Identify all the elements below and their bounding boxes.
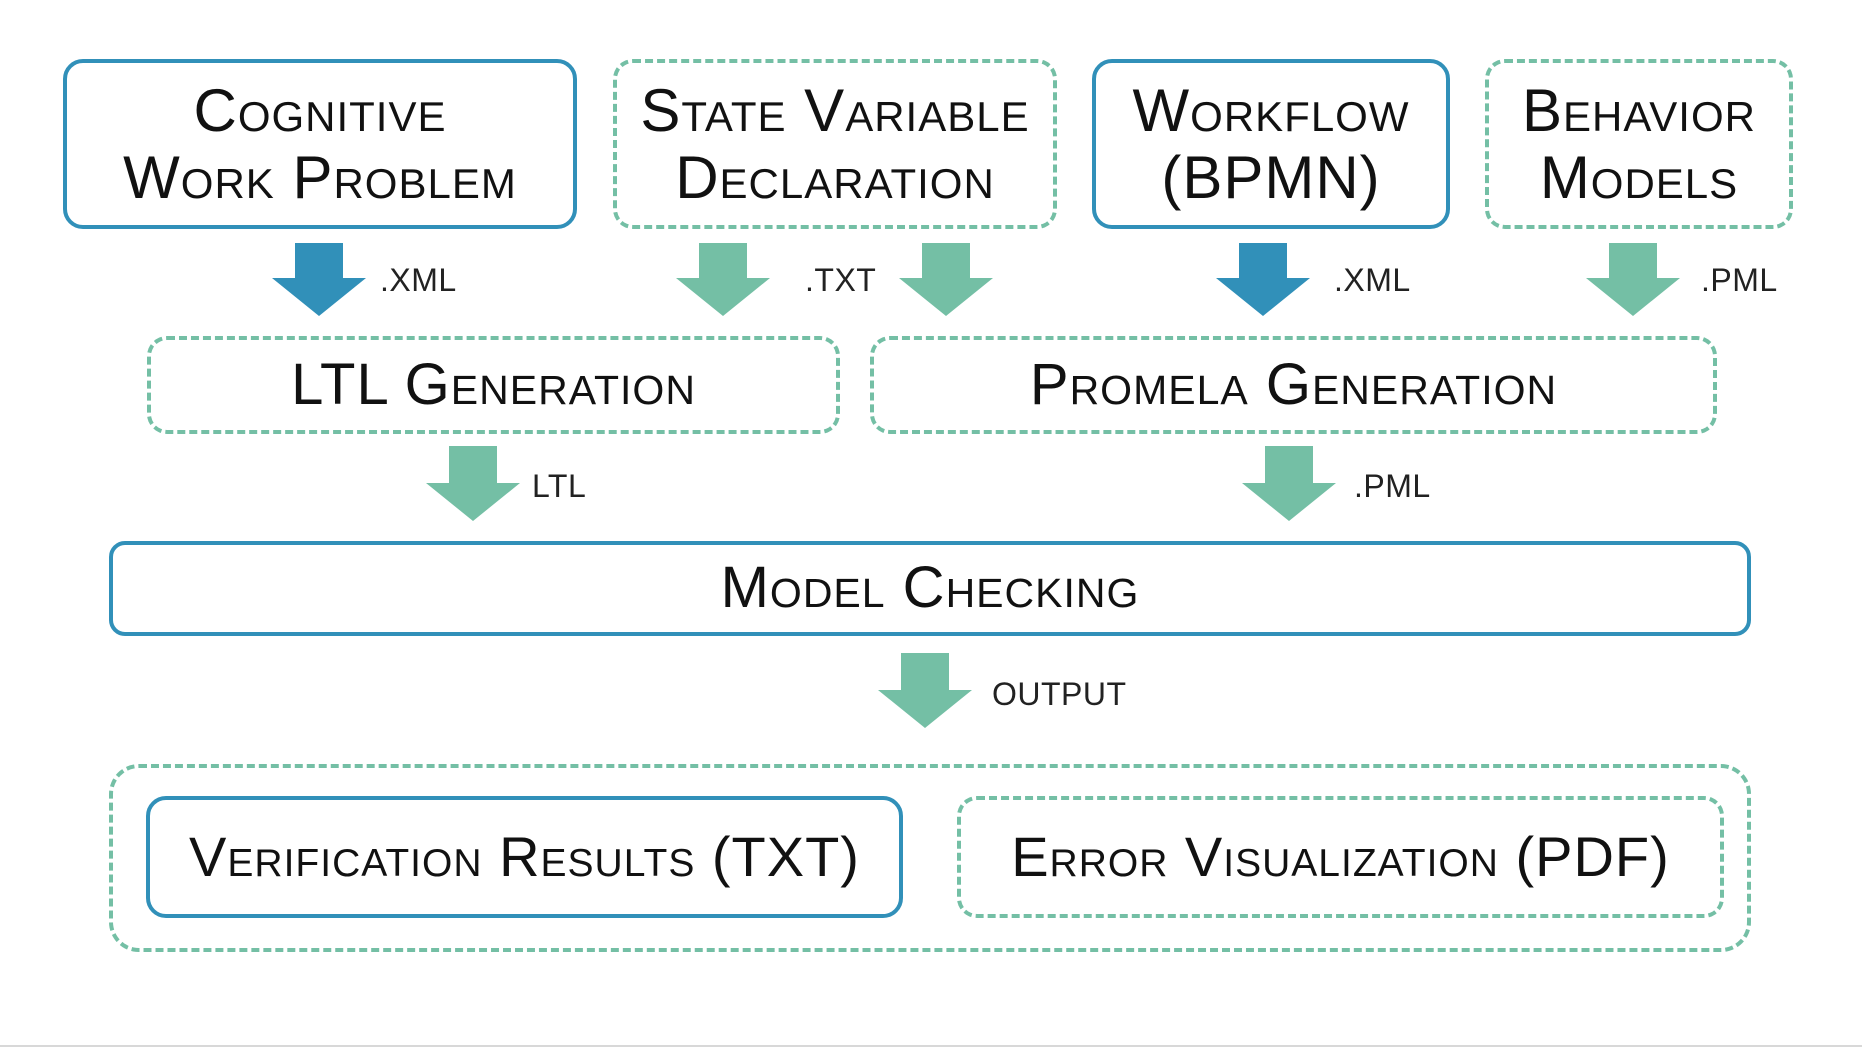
error-visualization-box: Error Visualization (PDF) xyxy=(957,796,1724,918)
verification-results-box: Verification Results (TXT) xyxy=(146,796,903,918)
cwp-format-label: .XML xyxy=(380,262,457,298)
promela-to-model-arrow xyxy=(1242,446,1336,521)
svd-to-ltl-arrow xyxy=(676,243,770,316)
promela-generation-label: Promela Generation xyxy=(1029,351,1558,417)
workflow-bpmn-label: Workflow (BPMN) xyxy=(1132,76,1410,211)
state-variable-declaration-label: State Variable Declaration xyxy=(640,76,1030,211)
workflow-to-promela-arrow xyxy=(1216,243,1310,316)
ltl-generation-label: LTL Generation xyxy=(291,351,696,417)
state-variable-declaration-box: State Variable Declaration xyxy=(613,59,1057,229)
behavior-format-label: .PML xyxy=(1701,262,1778,298)
promela-generation-box: Promela Generation xyxy=(870,336,1717,434)
model-to-output-arrow xyxy=(878,653,972,728)
behavior-models-label: Behavior Models xyxy=(1522,76,1756,211)
behavior-to-promela-arrow xyxy=(1586,243,1680,316)
promela-output-label: .PML xyxy=(1354,468,1431,504)
output-group xyxy=(109,764,1751,952)
ltl-to-model-arrow xyxy=(426,446,520,521)
cognitive-work-problem-box: Cognitive Work Problem xyxy=(63,59,577,229)
model-checking-label: Model Checking xyxy=(720,555,1140,621)
svd-format-label: .TXT xyxy=(805,262,877,298)
model-output-label: OUTPUT xyxy=(992,676,1127,712)
cognitive-work-problem-label: Cognitive Work Problem xyxy=(123,76,517,211)
workflow-format-label: .XML xyxy=(1334,262,1411,298)
bottom-rule xyxy=(0,1045,1862,1047)
ltl-output-label: LTL xyxy=(532,468,587,504)
model-checking-box: Model Checking xyxy=(109,541,1751,636)
svd-to-promela-arrow xyxy=(899,243,993,316)
cwp-to-ltl-arrow xyxy=(272,243,366,316)
workflow-bpmn-box: Workflow (BPMN) xyxy=(1092,59,1450,229)
verification-results-label: Verification Results (TXT) xyxy=(189,824,860,888)
error-visualization-label: Error Visualization (PDF) xyxy=(1011,824,1670,888)
behavior-models-box: Behavior Models xyxy=(1485,59,1793,229)
ltl-generation-box: LTL Generation xyxy=(147,336,840,434)
